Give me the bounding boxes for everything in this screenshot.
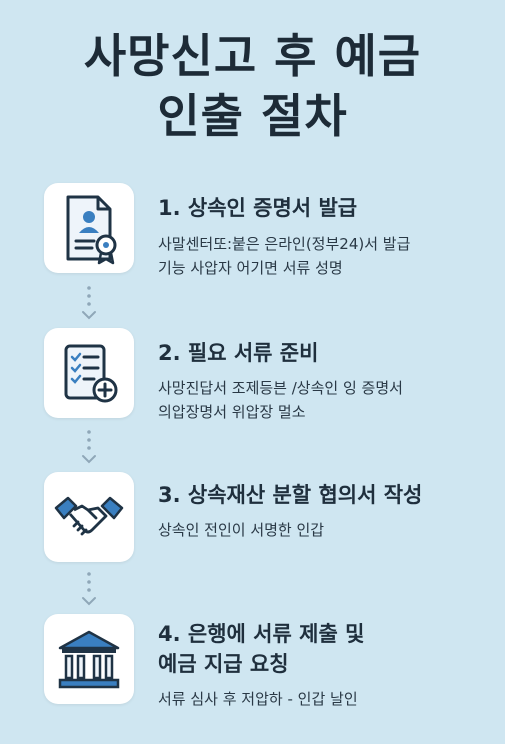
step-4-title-line-1: 4. 은행에 서류 제출 및 bbox=[158, 622, 365, 646]
connector-1-arrow-icon bbox=[82, 286, 96, 320]
step-4-icon-card bbox=[44, 614, 134, 704]
bank-icon bbox=[58, 630, 120, 689]
step-1-desc-line-1: 사말센터또:붙은 은라인(정부24)서 발급 bbox=[158, 235, 411, 253]
checklist-icon bbox=[64, 344, 118, 403]
step-1-title: 1. 상속인 증명서 발급 bbox=[158, 196, 358, 220]
step-2-desc-line-1: 사망진답서 조제등븐 /상속인 잉 증명서 bbox=[158, 379, 403, 397]
handshake-icon bbox=[54, 496, 124, 536]
step-2-title: 2. 필요 서류 준비 bbox=[158, 341, 319, 365]
step-2-icon-card bbox=[44, 328, 134, 418]
step-3-icon-card bbox=[44, 472, 134, 562]
page-title-line-2: 인출 절차 bbox=[157, 89, 348, 143]
connector-3-arrow-icon bbox=[82, 572, 96, 606]
step-4-desc-line-1: 서류 심사 후 저압하 - 인갑 날인 bbox=[158, 690, 358, 708]
page-title: 사망신고 후 예금 인출 절차 bbox=[0, 26, 505, 146]
connector-2-arrow-icon bbox=[82, 430, 96, 464]
page-title-line-1: 사망신고 후 예금 bbox=[83, 29, 422, 83]
step-3-desc-line-1: 상속인 전인이 서명한 인갑 bbox=[158, 521, 325, 539]
step-1-desc-line-2: 기능 사압자 어기면 서류 성명 bbox=[158, 259, 343, 277]
step-1-icon-card bbox=[44, 183, 134, 273]
step-2-desc-line-2: 의압장명서 위압장 멀소 bbox=[158, 403, 306, 421]
step-3-title: 3. 상속재산 분할 협의서 작성 bbox=[158, 483, 423, 507]
step-4-title-line-2: 예금 지급 요칭 bbox=[158, 652, 289, 676]
certificate-icon bbox=[66, 195, 117, 265]
